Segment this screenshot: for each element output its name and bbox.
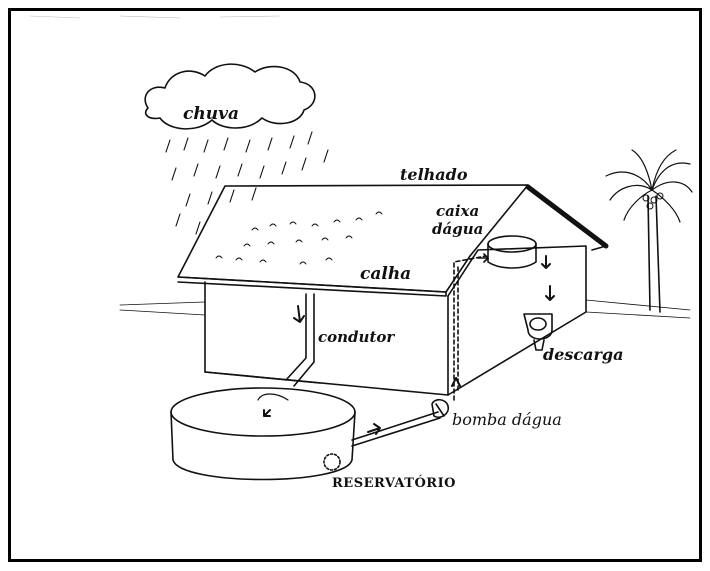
downspout (286, 294, 314, 386)
roof-drops (216, 212, 382, 264)
ground-right (586, 300, 690, 318)
label-bomba-dagua: bomba dágua (452, 410, 562, 429)
water-tank (488, 236, 536, 252)
label-condutor: condutor (318, 328, 394, 346)
label-caixa-line2: dágua (432, 220, 483, 238)
rain-streaks (166, 132, 328, 234)
label-calha: calha (360, 264, 411, 284)
label-telhado: telhado (400, 165, 468, 184)
label-descarga: descarga (543, 345, 623, 364)
label-reservatorio: RESERVATÓRIO (332, 476, 456, 491)
palm-trunk (648, 196, 660, 312)
water-pump (432, 400, 448, 418)
pipe-to-pump (352, 412, 440, 446)
label-caixa-line1: caixa (436, 202, 479, 220)
ground-left (120, 302, 205, 315)
label-chuva: chuva (183, 104, 239, 124)
